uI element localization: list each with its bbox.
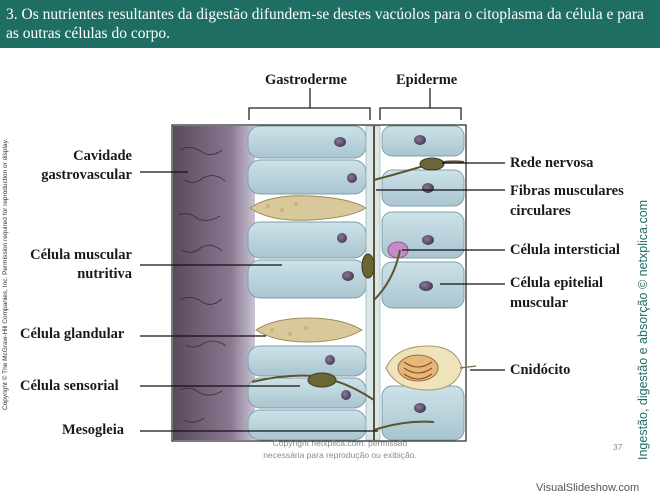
label-cnidocito: Cnidócito xyxy=(510,362,571,378)
label-epitelial-1: Célula epitelial xyxy=(510,275,604,291)
label-celula-muscular-1: Célula muscular xyxy=(30,247,132,263)
footer-copyright-line-1: Copyright netxplica.com: permissão xyxy=(272,438,408,448)
label-fibras-2: circulares xyxy=(510,203,571,219)
label-intersticial: Célula intersticial xyxy=(510,242,620,258)
visualslideshow-watermark: VisualSlideshow.com xyxy=(536,482,640,494)
gastroderme-bracket xyxy=(248,88,371,120)
left-leaders xyxy=(140,171,378,432)
label-cavidade-1: Cavidade xyxy=(73,148,132,164)
nuclei xyxy=(325,135,434,413)
cnidocyte xyxy=(385,345,477,391)
label-celula-sensorial: Célula sensorial xyxy=(20,378,119,394)
label-cavidade-2: gastrovascular xyxy=(41,167,132,183)
footer-copyright-line-2: necessária para reprodução ou exibição. xyxy=(263,450,417,460)
gastrovascular-cavity xyxy=(173,126,255,440)
label-celula-muscular-2: nutritiva xyxy=(77,266,132,282)
label-rede-nervosa: Rede nervosa xyxy=(510,155,594,171)
label-epitelial-2: muscular xyxy=(510,295,568,311)
epiderme-bracket xyxy=(379,88,462,120)
page-number: 37 xyxy=(613,442,623,452)
label-celula-glandular: Célula glandular xyxy=(20,326,125,342)
label-mesogleia: Mesogleia xyxy=(62,422,125,438)
slide-header-bar: 3. Os nutrientes resultantes da digestão… xyxy=(0,0,660,48)
right-leaders xyxy=(376,162,505,371)
gland-cells xyxy=(249,195,367,343)
label-fibras-1: Fibras musculares xyxy=(510,183,624,199)
nerve-cells xyxy=(307,157,445,388)
cavity-flagella xyxy=(177,147,227,423)
footer-copyright: Copyright netxplica.com: permissão neces… xyxy=(240,437,440,461)
label-epiderme: Epiderme xyxy=(396,72,458,88)
top-brackets xyxy=(248,88,462,120)
label-gastroderme: Gastroderme xyxy=(265,72,347,88)
slide-title: 3. Os nutrientes resultantes da digestão… xyxy=(6,6,644,42)
